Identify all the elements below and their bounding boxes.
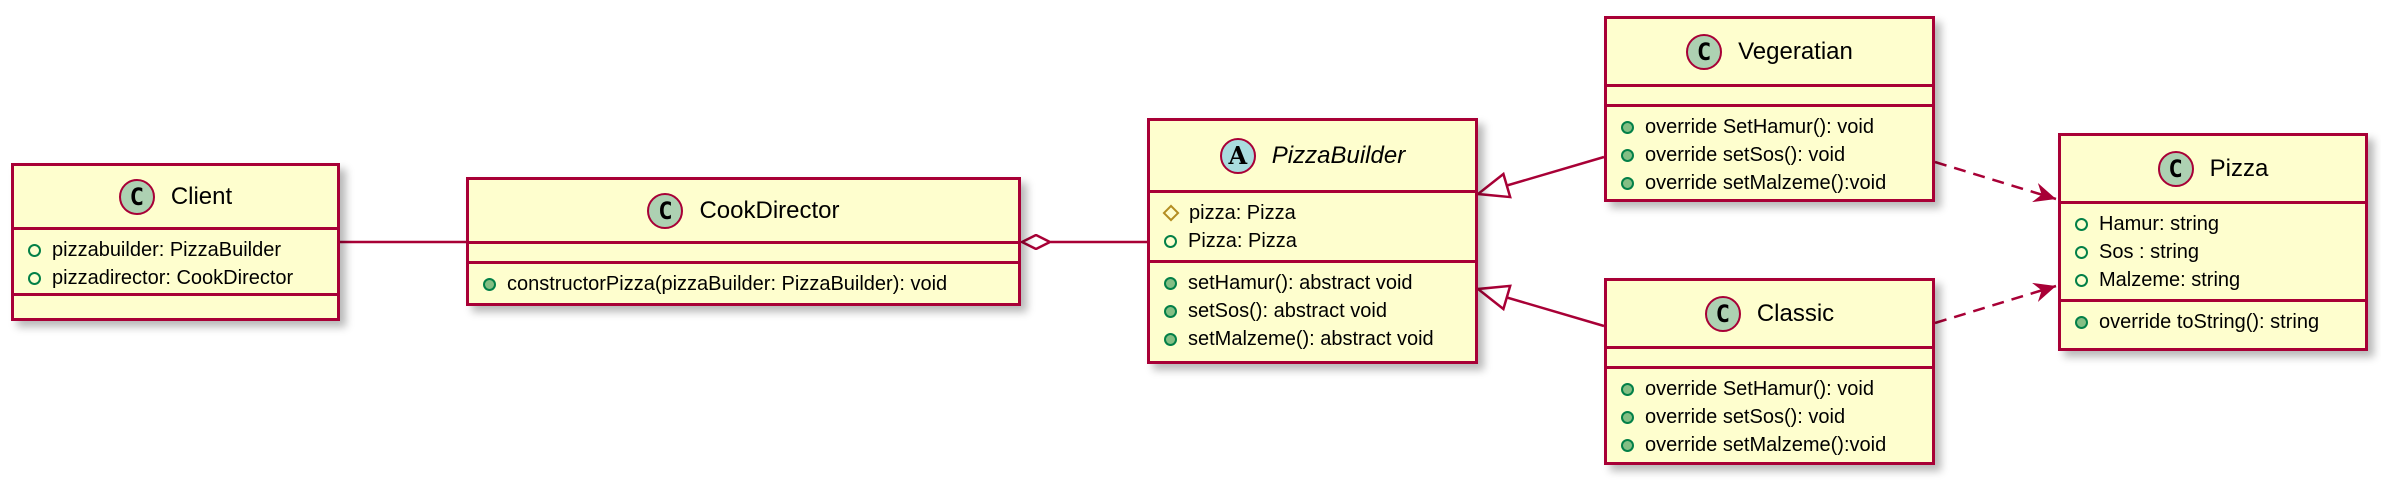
abstract-badge-icon: A — [1219, 137, 1256, 174]
method-row: override SetHamur(): void — [1619, 375, 1932, 403]
field-text: pizzabuilder: PizzaBuilder — [52, 238, 282, 261]
method-text: setHamur(): abstract void — [1188, 271, 1413, 294]
class-vegeratian[interactable]: C Vegeratian override SetHamur(): void o… — [1604, 16, 1935, 202]
class-pizzabuilder[interactable]: A PizzaBuilder pizza: Pizza Pizza: Pizza… — [1147, 118, 1478, 364]
public-method-icon — [1621, 382, 1634, 396]
class-badge-icon: C — [647, 192, 684, 229]
edge-classic-pizza — [1934, 282, 2057, 325]
method-text: override setMalzeme():void — [1645, 171, 1887, 194]
protected-field-icon — [1162, 204, 1180, 222]
class-name: Pizza — [2209, 154, 2269, 182]
class-badge-icon: C — [118, 178, 155, 215]
method-row: setSos(): abstract void — [1162, 297, 1475, 325]
class-header: A PizzaBuilder — [1150, 121, 1475, 193]
edge-vegeratian-pizzabuilder — [1478, 155, 1605, 194]
fields-section — [1607, 349, 1932, 369]
public-method-icon — [1621, 410, 1634, 424]
method-text: setSos(): abstract void — [1188, 299, 1387, 322]
field-row: Sos : string — [2073, 238, 2365, 266]
public-method-icon — [1621, 176, 1634, 190]
methods-section: setHamur(): abstract void setSos(): abst… — [1150, 263, 1475, 359]
public-method-icon — [2075, 315, 2088, 329]
class-name: PizzaBuilder — [1271, 141, 1406, 169]
method-text: constructorPizza(pizzaBuilder: PizzaBuil… — [507, 272, 948, 295]
class-name: Vegeratian — [1738, 37, 1853, 65]
class-client[interactable]: C Client pizzabuilder: PizzaBuilder pizz… — [11, 163, 340, 321]
methods-section: override SetHamur(): void override setSo… — [1607, 107, 1932, 203]
field-text: Malzeme: string — [2099, 268, 2241, 291]
class-header: C CookDirector — [469, 180, 1018, 244]
class-cookdirector[interactable]: C CookDirector constructorPizza(pizzaBui… — [466, 177, 1021, 306]
class-name: CookDirector — [699, 196, 840, 224]
public-field-icon — [2075, 217, 2088, 231]
class-badge-icon: C — [1704, 295, 1741, 332]
field-text: pizza: Pizza — [1189, 201, 1296, 224]
method-row: override setMalzeme():void — [1619, 169, 1932, 197]
class-badge-icon: C — [1686, 33, 1723, 70]
methods-section: override SetHamur(): void override setSo… — [1607, 369, 1932, 465]
field-row: pizza: Pizza — [1162, 199, 1475, 227]
field-row: pizzabuilder: PizzaBuilder — [26, 236, 337, 264]
field-row: pizzadirector: CookDirector — [26, 264, 337, 292]
fields-section — [469, 244, 1018, 264]
edge-classic-pizzabuilder — [1478, 289, 1605, 328]
field-row: Malzeme: string — [2073, 266, 2365, 294]
methods-section: constructorPizza(pizzaBuilder: PizzaBuil… — [469, 264, 1018, 304]
class-badge-icon: C — [2157, 150, 2194, 187]
public-method-icon — [1164, 332, 1177, 346]
method-text: override setSos(): void — [1645, 143, 1846, 166]
method-row: override SetHamur(): void — [1619, 113, 1932, 141]
method-row: override setSos(): void — [1619, 141, 1932, 169]
class-classic[interactable]: C Classic override SetHamur(): void over… — [1604, 278, 1935, 465]
class-pizza[interactable]: C Pizza Hamur: string Sos : string Malze… — [2058, 133, 2368, 351]
method-row: constructorPizza(pizzaBuilder: PizzaBuil… — [481, 270, 1018, 298]
method-row: setMalzeme(): abstract void — [1162, 325, 1475, 353]
public-method-icon — [1621, 120, 1634, 134]
fields-section: Hamur: string Sos : string Malzeme: stri… — [2061, 204, 2365, 302]
method-row: override setSos(): void — [1619, 403, 1932, 431]
method-row: override toString(): string — [2073, 308, 2365, 336]
fields-section: pizzabuilder: PizzaBuilder pizzadirector… — [14, 230, 337, 296]
public-method-icon — [1621, 438, 1634, 452]
fields-section — [1607, 87, 1932, 107]
field-text: pizzadirector: CookDirector — [52, 266, 294, 289]
public-field-icon — [28, 271, 41, 285]
methods-section: override toString(): string — [2061, 302, 2365, 342]
method-text: override toString(): string — [2099, 310, 2320, 333]
public-method-icon — [483, 277, 496, 291]
method-text: override SetHamur(): void — [1645, 115, 1874, 138]
method-text: override setSos(): void — [1645, 405, 1846, 428]
public-method-icon — [1164, 276, 1177, 290]
field-text: Sos : string — [2099, 240, 2200, 263]
public-field-icon — [1164, 234, 1177, 248]
field-text: Pizza: Pizza — [1188, 229, 1297, 252]
public-method-icon — [1621, 148, 1634, 162]
method-text: setMalzeme(): abstract void — [1188, 327, 1434, 350]
method-row: setHamur(): abstract void — [1162, 269, 1475, 297]
class-name: Classic — [1756, 299, 1835, 327]
field-row: Hamur: string — [2073, 210, 2365, 238]
public-field-icon — [28, 243, 41, 257]
class-name: Client — [170, 182, 233, 210]
public-method-icon — [1164, 304, 1177, 318]
method-text: override setMalzeme():void — [1645, 433, 1887, 456]
class-header: C Client — [14, 166, 337, 230]
field-row: Pizza: Pizza — [1162, 227, 1475, 255]
method-text: override SetHamur(): void — [1645, 377, 1874, 400]
class-header: C Pizza — [2061, 136, 2365, 204]
class-header: C Classic — [1607, 281, 1932, 349]
field-text: Hamur: string — [2099, 212, 2220, 235]
public-field-icon — [2075, 273, 2088, 287]
method-row: override setMalzeme():void — [1619, 431, 1932, 459]
edge-vegeratian-pizza — [1934, 160, 2057, 203]
methods-section — [14, 296, 337, 308]
class-header: C Vegeratian — [1607, 19, 1932, 87]
fields-section: pizza: Pizza Pizza: Pizza — [1150, 193, 1475, 263]
public-field-icon — [2075, 245, 2088, 259]
